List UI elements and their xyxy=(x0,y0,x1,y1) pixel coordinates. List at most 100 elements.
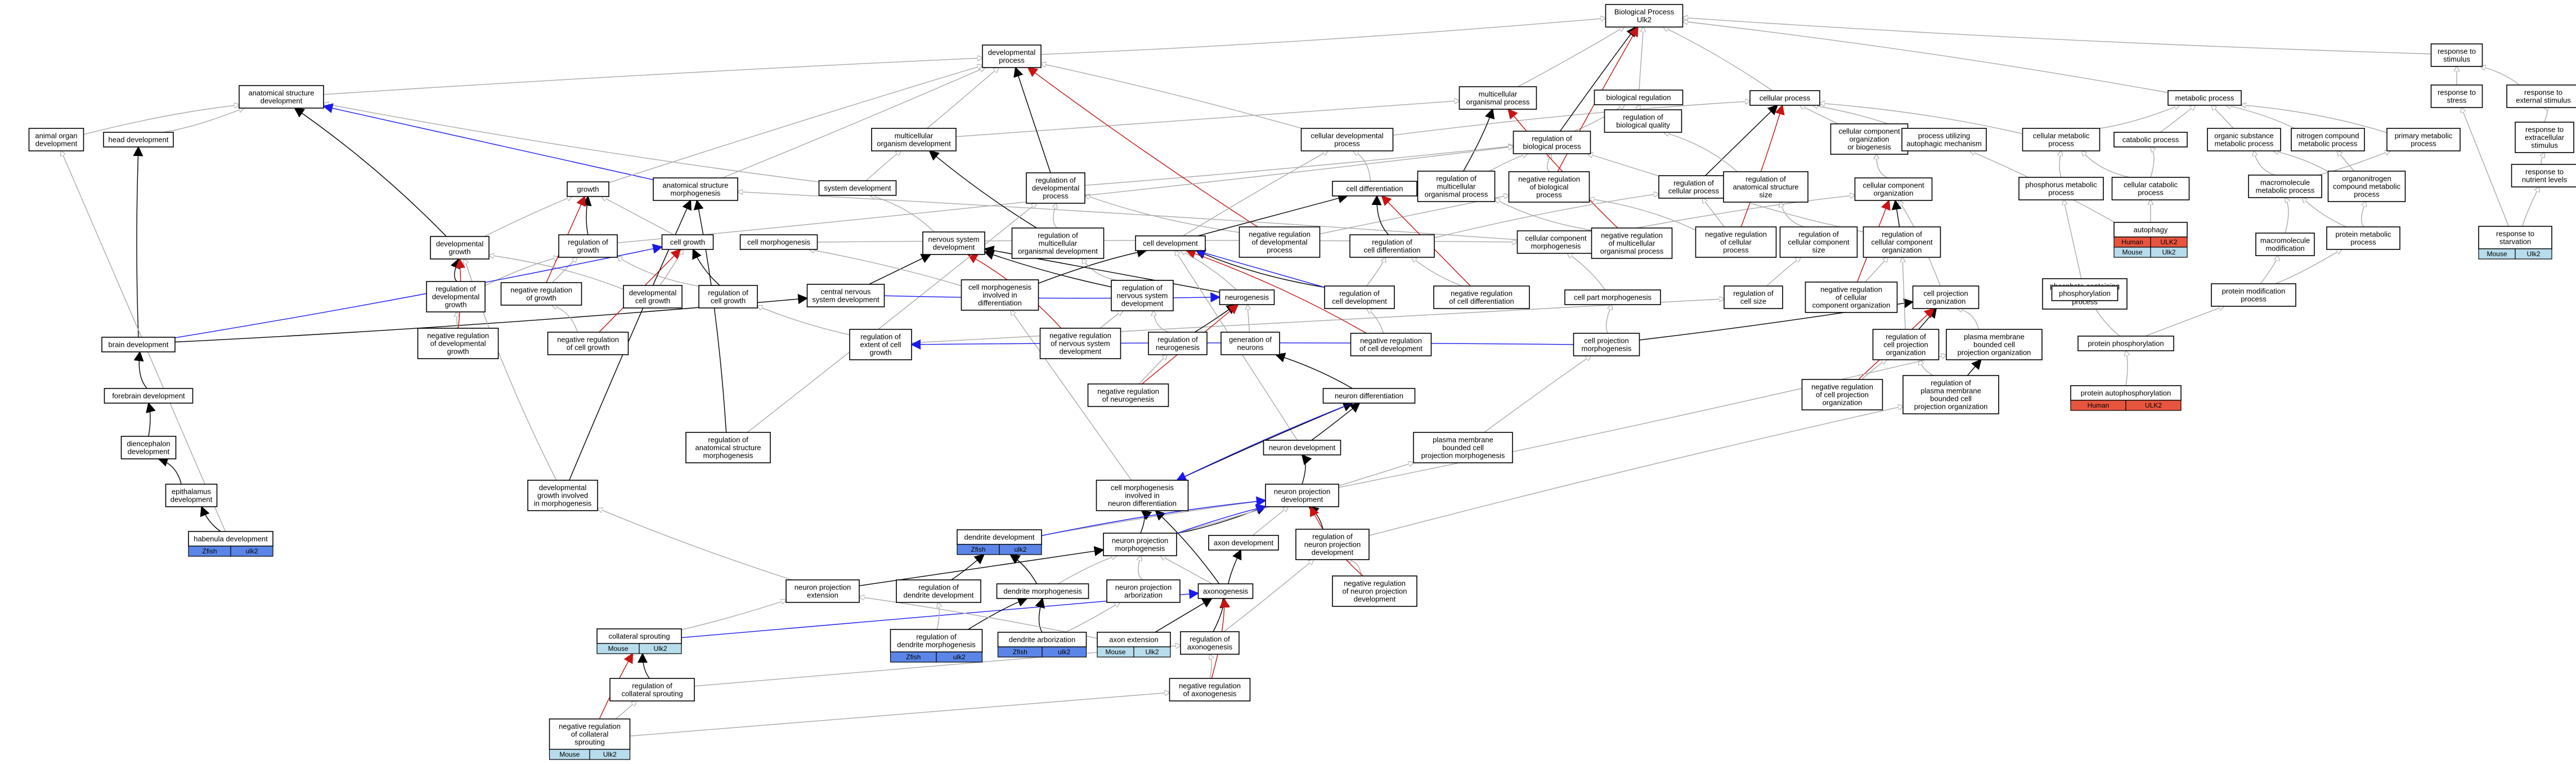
go-term-node-neurondiff[interactable]: neuron differentiation xyxy=(1322,388,1416,404)
go-term-node-neurogenesis[interactable]: neurogenesis xyxy=(1219,289,1275,305)
go-term-node-headdev[interactable]: head development xyxy=(103,132,174,148)
go-term-node-braindev[interactable]: brain development xyxy=(101,337,176,352)
go-term-node-celldev[interactable]: cell development xyxy=(1135,235,1206,251)
go-term-node-bioreg[interactable]: biological regulation xyxy=(1594,90,1684,105)
go-term-node-protphos[interactable]: protein phosphorylation xyxy=(2077,336,2174,351)
go-term-node-cellmorph[interactable]: cell morphogenesis xyxy=(739,234,818,250)
go-term-node-cellproc[interactable]: cellular process xyxy=(1749,90,1820,106)
go-term-node-dendritemorph[interactable]: dendrite morphogenesis xyxy=(996,583,1089,599)
go-term-node-phosph[interactable]: phosphorylation xyxy=(2051,285,2119,301)
go-term-node-growth[interactable]: growth xyxy=(567,181,609,197)
go-term-node-forebrain[interactable]: forebrain development xyxy=(104,388,194,404)
go-term-node-axonogenesis[interactable]: axonogenesis xyxy=(1197,583,1254,599)
go-term-node-axondev[interactable]: axon development xyxy=(1208,535,1279,551)
go-term-node-metab[interactable]: metabolic process xyxy=(2167,90,2242,106)
go-term-node-catab[interactable]: catabolic process xyxy=(2113,132,2188,148)
go-term-node-celldiff[interactable]: cell differentiation xyxy=(1332,181,1417,196)
go-term-node-neurondev[interactable]: neuron development xyxy=(1263,440,1341,455)
